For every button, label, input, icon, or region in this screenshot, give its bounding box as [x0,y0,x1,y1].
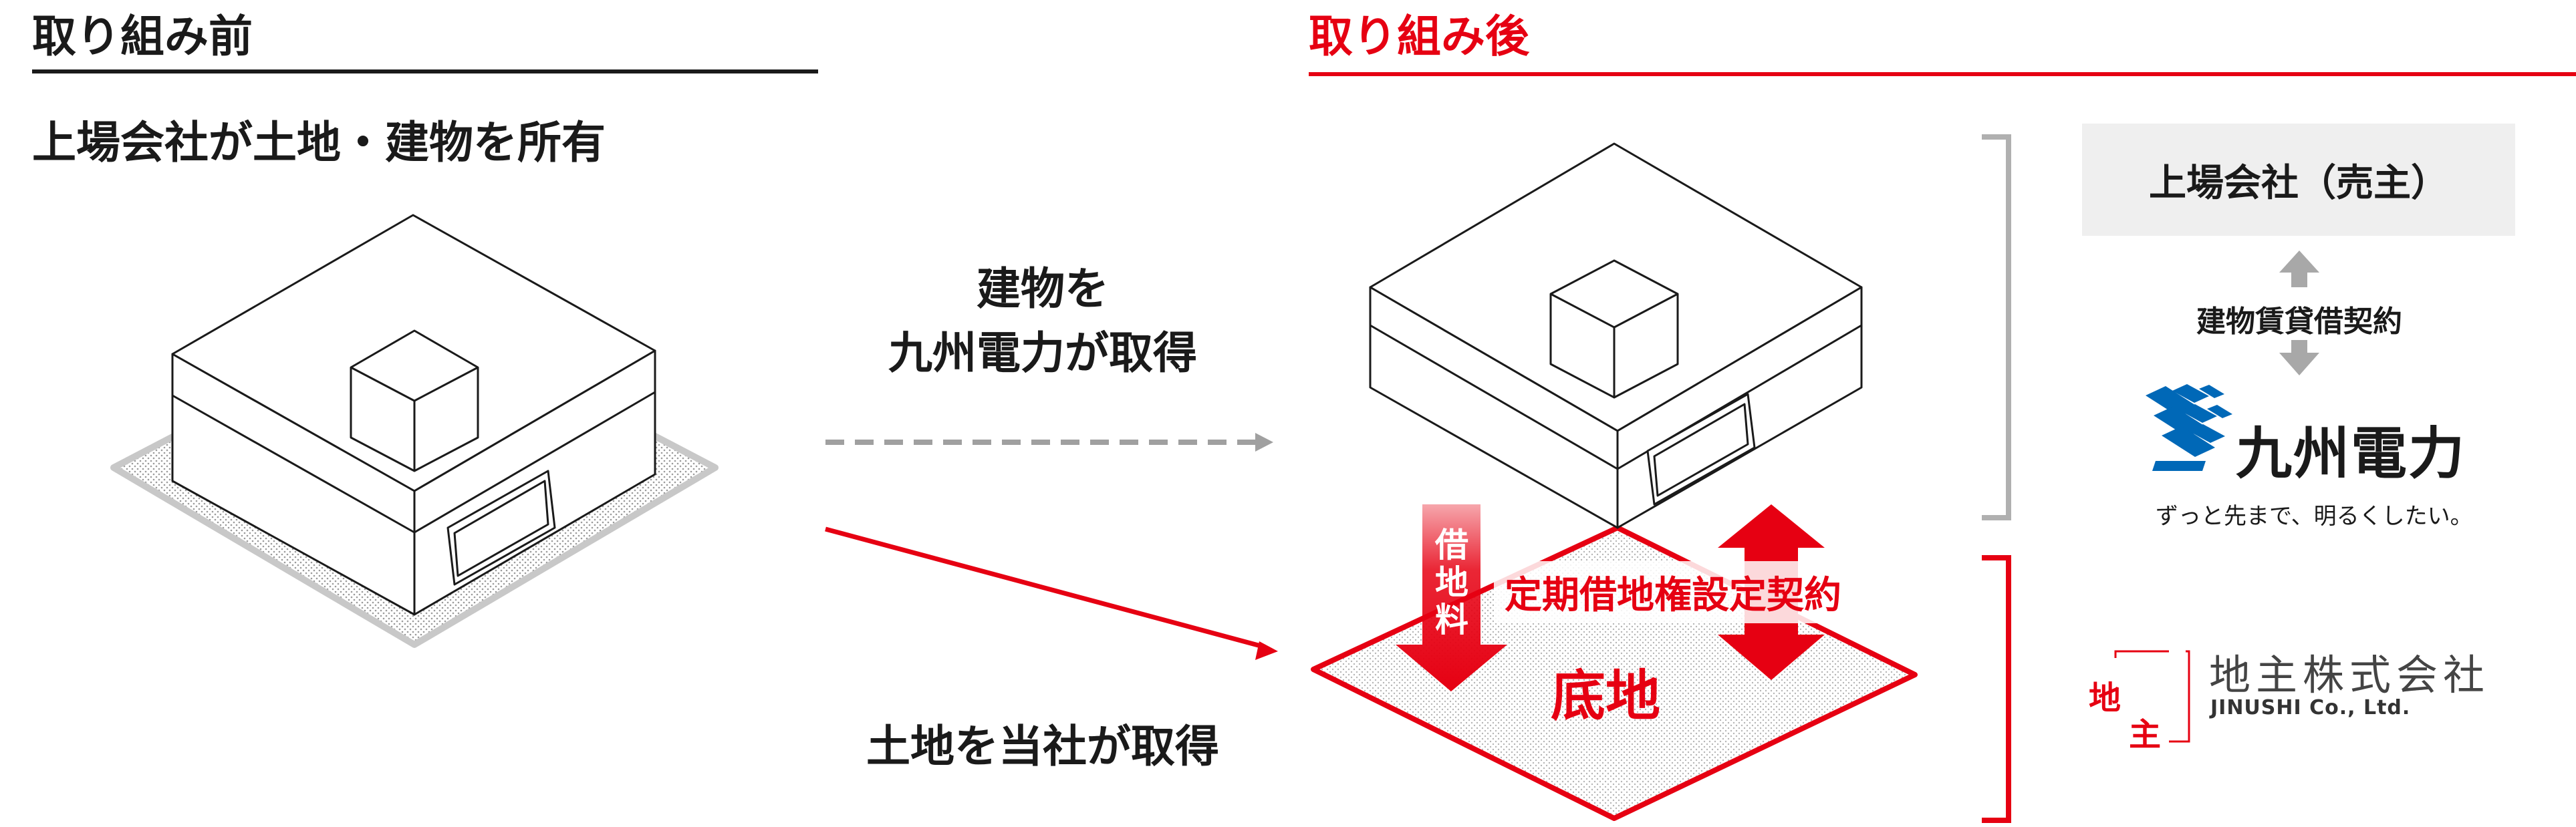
building-lease-contract-label: 建物賃貸借契約 [2159,297,2440,340]
after-heading-rule [1309,72,2576,76]
land-bracket [1982,555,2011,823]
before-heading: 取り組み前 [32,11,253,62]
before-heading-rule [32,69,818,73]
kyuden-logo-text: 九州電力 [2236,421,2466,486]
after-building [1369,142,1863,529]
before-building [110,214,719,648]
ground-rent-char: 借 [1435,526,1468,564]
lease-updown-arrow [2279,251,2319,375]
land-acquisition-text: 土地を当社が取得 [866,721,1219,772]
building-acquisition-line1: 建物を [977,263,1109,315]
ground-rent-label: 借 地 料 [1425,526,1478,639]
building-transfer-arrow [825,433,1273,452]
ground-rent-char: 料 [1435,601,1468,639]
kyuden-slogan: ずっと先まで、明るくしたい。 [2156,503,2473,530]
before-subtitle: 上場会社が土地・建物を所有 [32,117,606,168]
building-bracket [1982,134,2011,520]
kyuden-logo-icon [2146,384,2232,471]
building-acquisition-line2: 九州電力が取得 [888,327,1197,379]
after-heading: 取り組み後 [1309,11,1529,62]
seller-box: 上場会社（売主） [2082,124,2515,236]
jinushi-logo-icon [2114,650,2190,743]
building-acquisition-text: 建物を 九州電力が取得 [835,257,1250,385]
seller-label: 上場会社（売主） [2149,161,2448,205]
ground-rent-char: 地 [1435,563,1468,602]
land-label: 底地 [1551,665,1661,728]
jinushi-company-name: 地主株式会社 [2209,651,2490,699]
fixed-term-lease-contract-label: 定期借地権設定契約 [1494,561,1852,623]
jinushi-company-name-en: JINUSHI Co., Ltd. [2210,696,2411,719]
rent-arrow [1396,504,1507,691]
land-transfer-arrow [825,526,1278,660]
jinushi-logo-char-nushi: 主 [2129,716,2162,754]
jinushi-logo-char-ji: 地 [2089,679,2121,717]
